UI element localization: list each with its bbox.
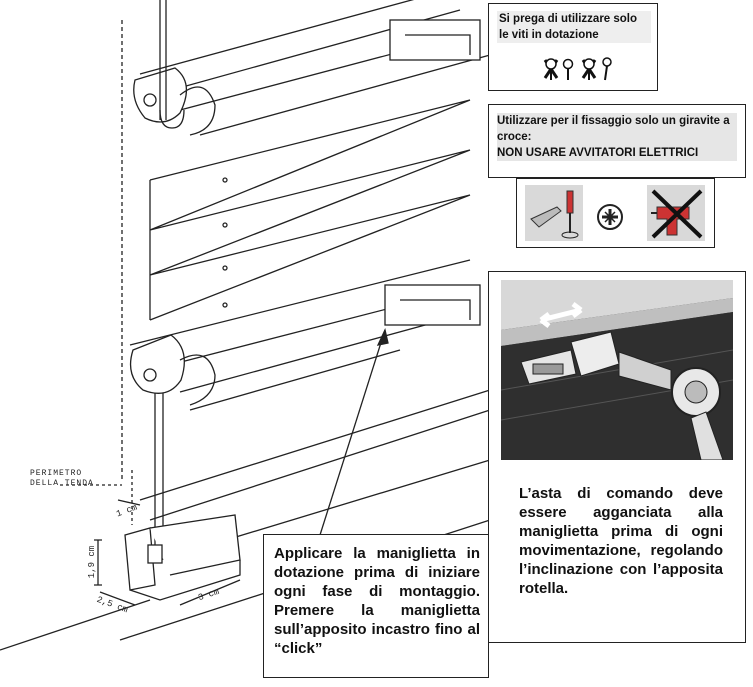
screw-crossed-icon [581,58,597,80]
tool-pictograms [516,178,715,248]
control-rod-note: L’asta di comando deve essere agganciata… [488,271,746,643]
no-power-drill-icon [647,185,705,241]
perimeter-label-line2: DELLA TENDA [30,479,94,488]
dim-19cm: 1,9 cm [87,545,98,579]
screws-icons [543,57,612,81]
screwdriver-hand-icon [525,185,583,241]
screw-icon [562,58,574,80]
control-rod-note-text: L’asta di comando deve essere agganciata… [519,485,723,597]
handle-note: Applicare la maniglietta in dotazione pr… [263,534,489,678]
phillips-head-icon [597,204,623,230]
screw-icon [602,57,612,81]
perimeter-label: PERIMETRO DELLA TENDA [30,469,94,489]
screws-note: Si prega di utilizzare solo le viti in d… [488,3,658,91]
screwdriver-note: Utilizzare per il fissaggio solo un gira… [488,104,746,178]
handle-note-text: Applicare la maniglietta in dotazione pr… [274,545,480,657]
perimeter-label-line1: PERIMETRO [30,469,83,478]
screw-crossed-icon [543,58,559,80]
screws-note-text: Si prega di utilizzare solo le viti in d… [497,11,651,43]
screwdriver-note-line1: Utilizzare per il fissaggio solo un gira… [497,113,737,145]
control-rod-photo [501,280,733,460]
screwdriver-note-line2: NON USARE AVVITATORI ELETTRICI [497,145,737,161]
